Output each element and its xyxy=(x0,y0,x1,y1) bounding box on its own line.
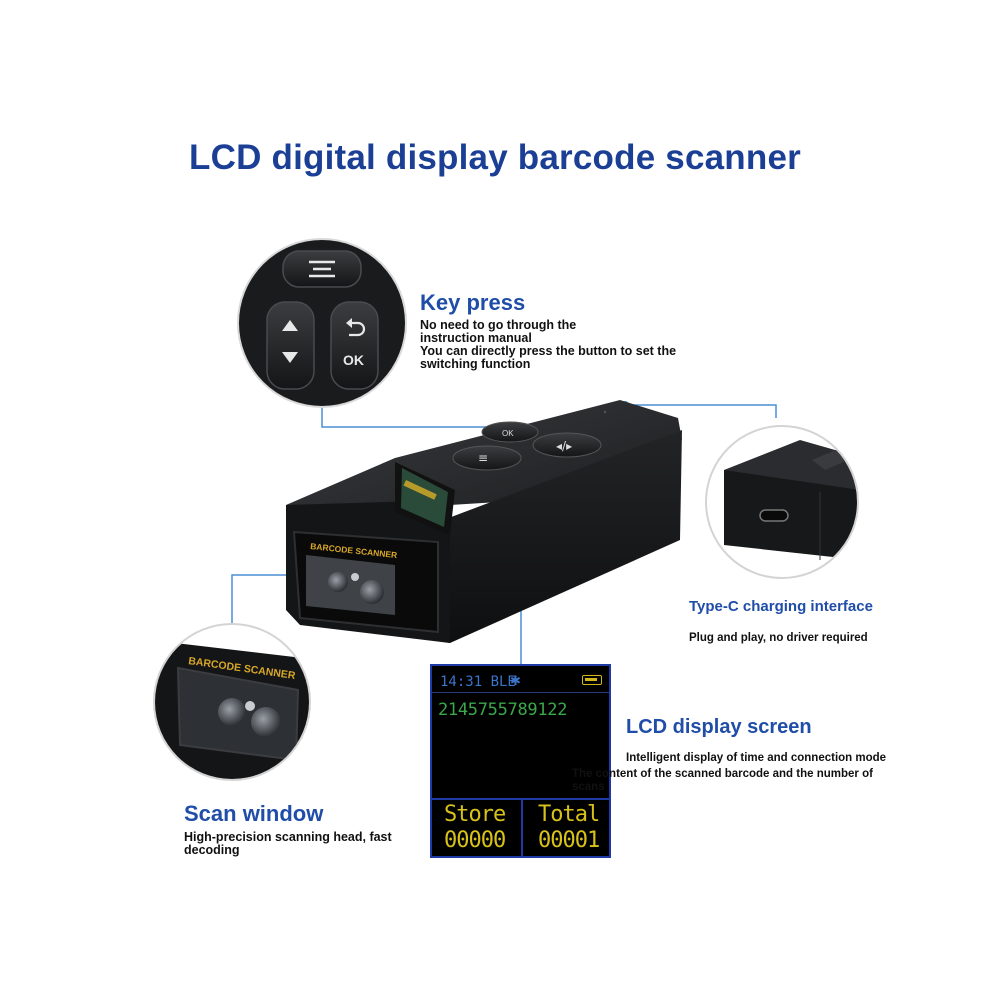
menu-icon xyxy=(309,260,335,278)
scan-window-heading: Scan window xyxy=(184,801,324,826)
key-press-line: No need to go through the xyxy=(420,318,577,332)
return-icon xyxy=(348,321,366,337)
device-ok-label: OK xyxy=(502,429,514,438)
lcd-store-value: 00000 xyxy=(444,828,506,853)
key-press-description: No need to go through the instruction ma… xyxy=(420,319,720,371)
lcd-divider xyxy=(432,692,609,693)
type-c-heading: Type-C charging interface xyxy=(689,598,873,615)
lcd-screen-line: scans xyxy=(572,781,605,793)
scan-window-line: High-precision scanning head, fast xyxy=(184,830,392,844)
lcd-divider xyxy=(521,798,523,856)
key-press-line: switching function xyxy=(420,357,531,371)
scan-window-line: decoding xyxy=(184,843,240,857)
lcd-screen-heading: LCD display screen xyxy=(626,716,812,738)
battery-icon xyxy=(582,675,602,685)
key-press-line: instruction manual xyxy=(420,331,532,345)
keypad-zoom: OK xyxy=(237,238,407,408)
lcd-total-label: Total xyxy=(538,802,600,827)
scan-window-description: High-precision scanning head, fast decod… xyxy=(184,831,392,857)
lcd-barcode: 2145755789122 xyxy=(438,700,568,720)
key-press-heading: Key press xyxy=(420,290,526,315)
svg-text:≡: ≡ xyxy=(478,451,488,465)
type-c-zoom xyxy=(705,425,859,579)
ok-label: OK xyxy=(343,352,364,368)
page-title: LCD digital display barcode scanner xyxy=(189,138,801,177)
down-arrow-icon xyxy=(282,352,298,363)
type-c-description: Plug and play, no driver required xyxy=(689,632,868,644)
up-arrow-icon xyxy=(282,320,298,331)
lcd-screen-line: The content of the scanned barcode and t… xyxy=(572,768,873,780)
svg-text:◂/▸: ◂/▸ xyxy=(556,439,572,453)
bluetooth-icon: ✱ xyxy=(510,673,521,688)
lcd-screen-line: Intelligent display of time and connecti… xyxy=(626,752,887,764)
lcd-screen-zoom: 14:31 BLE ✱ 2145755789122 Store 00000 To… xyxy=(430,664,611,858)
scanner-device: BARCODE SCANNER ◂/▸ ≡ OK xyxy=(286,400,682,643)
lcd-store-label: Store xyxy=(444,802,506,827)
key-press-line: You can directly press the button to set… xyxy=(420,344,677,358)
scan-window-zoom: BARCODE SCANNER xyxy=(153,623,311,781)
lcd-total-value: 00001 xyxy=(538,828,600,853)
lcd-divider xyxy=(432,798,609,800)
lcd-time: 14:31 BLE xyxy=(440,674,516,690)
usb-c-port-icon xyxy=(759,509,789,522)
